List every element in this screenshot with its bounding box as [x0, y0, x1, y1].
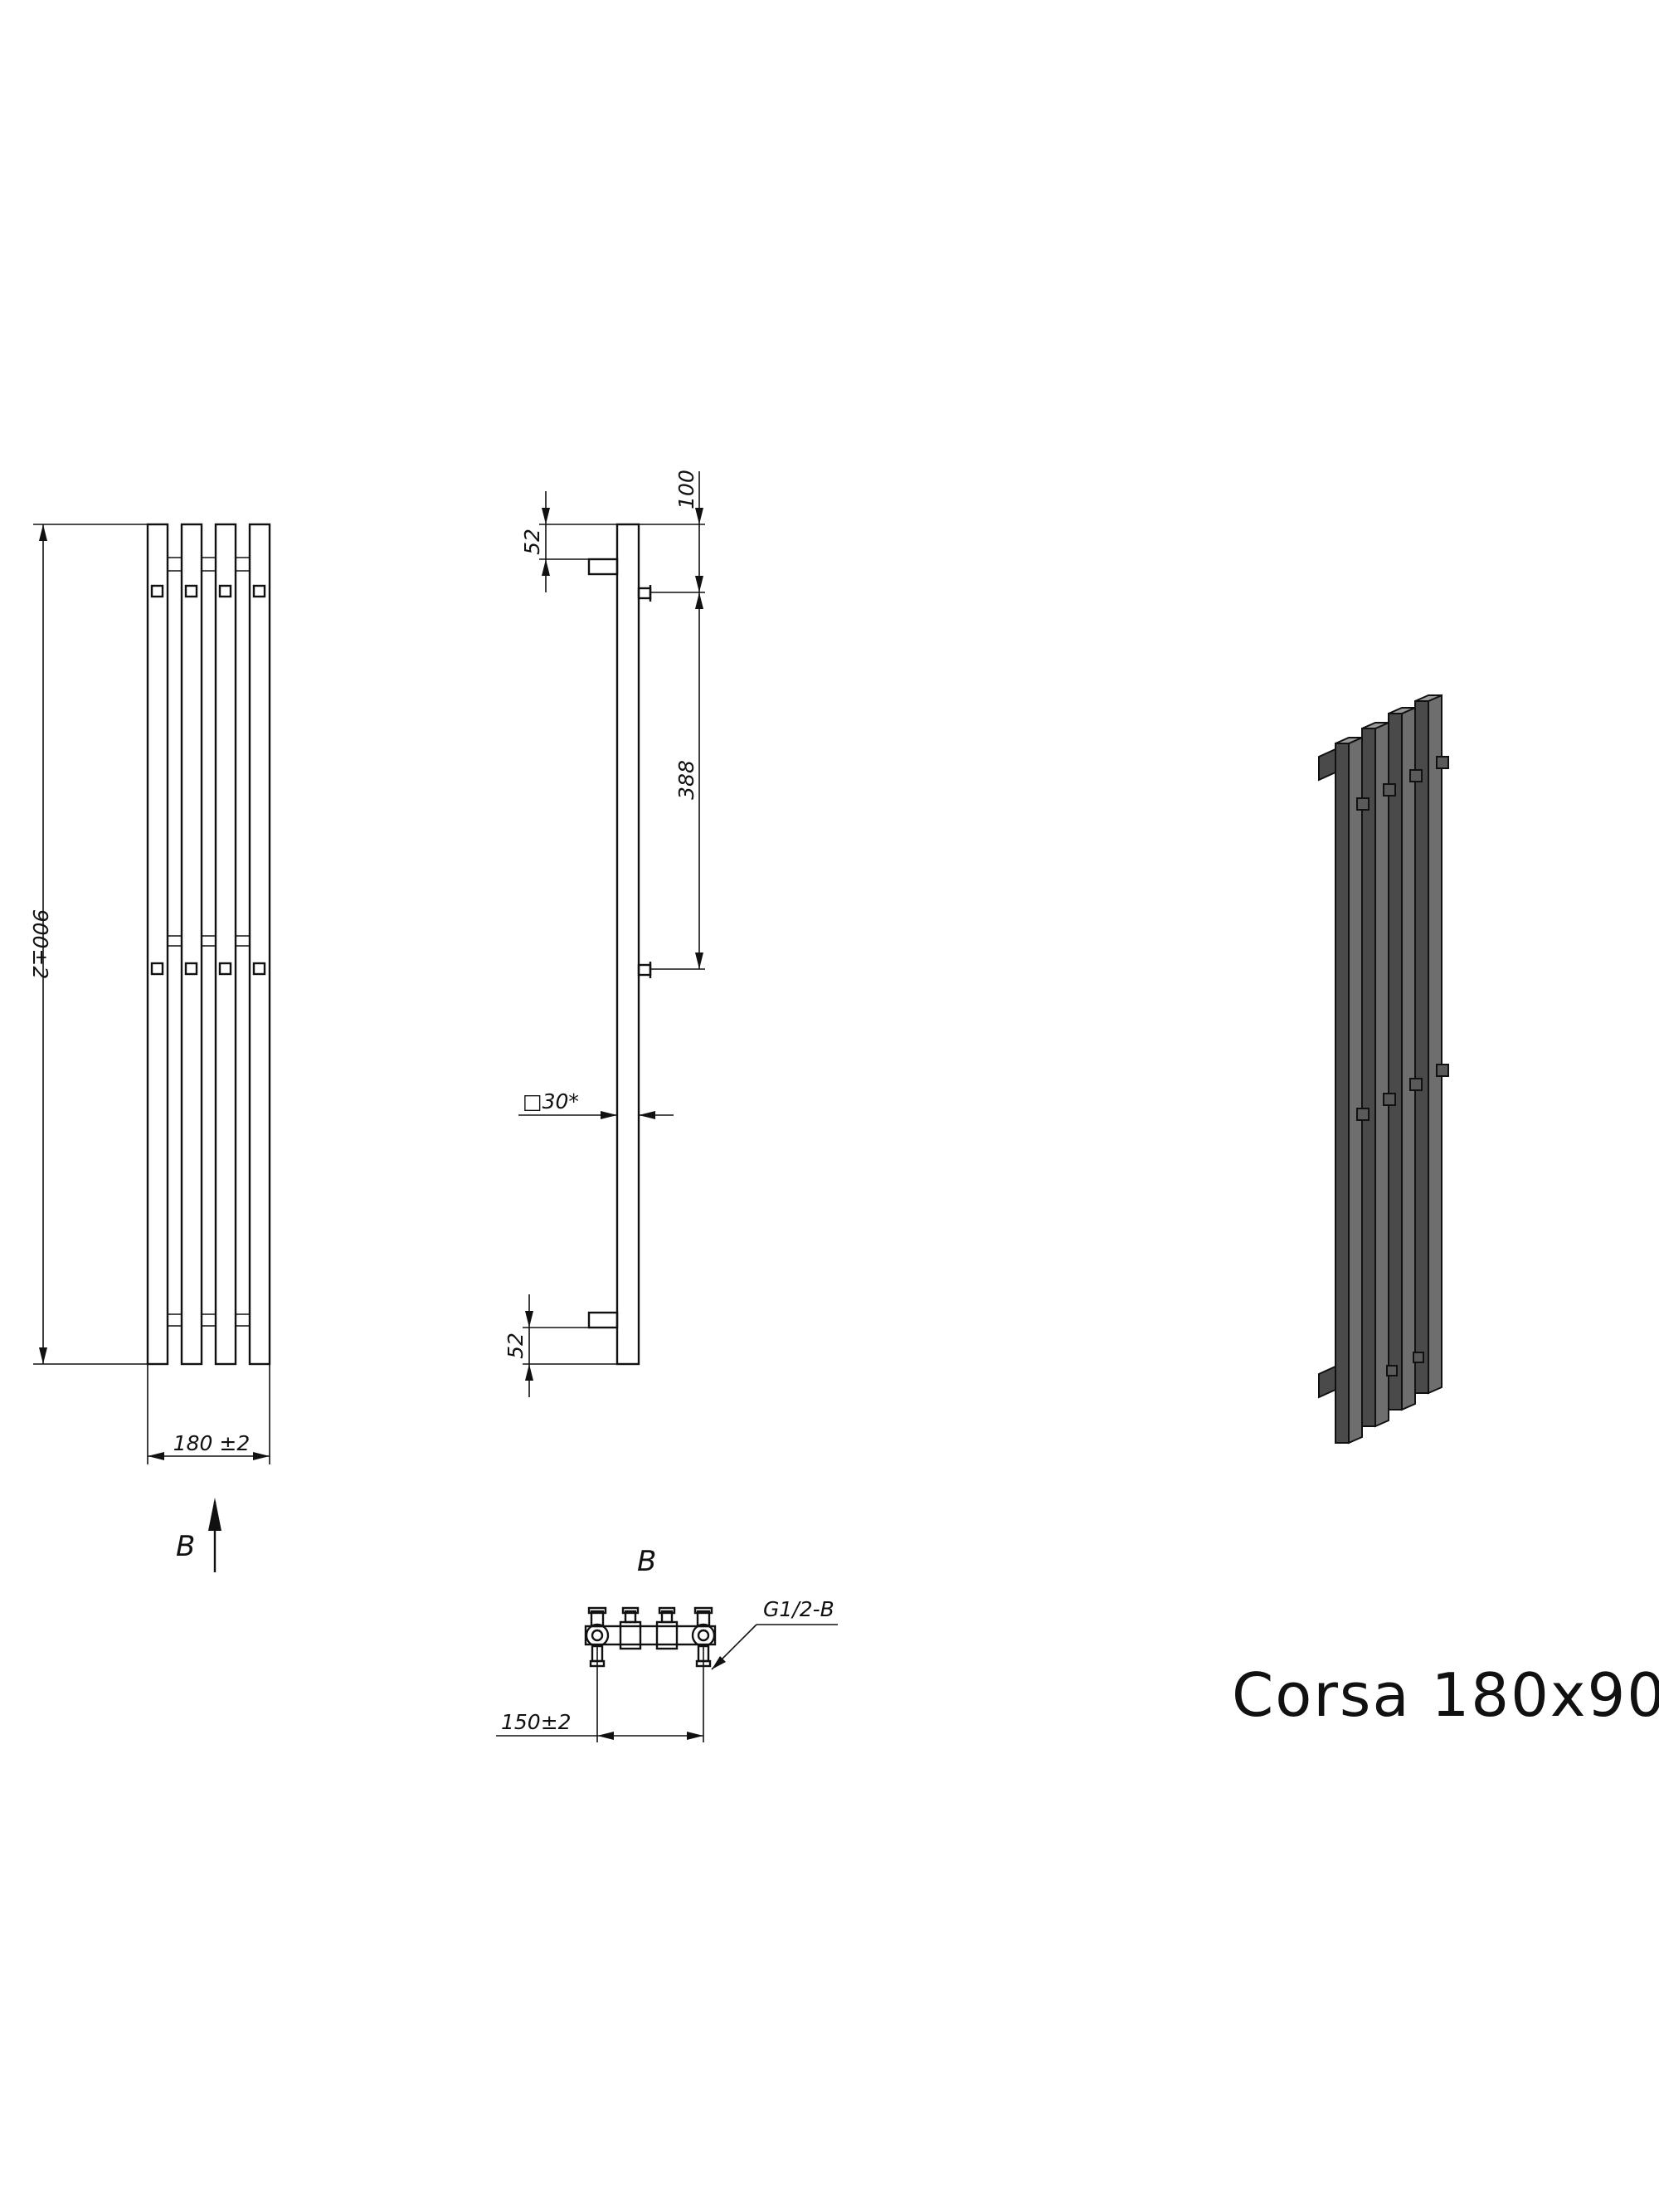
bottom-spacing-dimension: 150±2 [496, 1647, 704, 1742]
thread-dim-label: G1/2-B [763, 1597, 834, 1621]
bottom-spacing-dim-label: 150±2 [501, 1710, 572, 1734]
side-view-bar [615, 523, 640, 1366]
top-bracket-dim-label: 52 [520, 529, 544, 555]
bottom-view-assembly [584, 1606, 717, 1668]
spacing-dimension: 388 [650, 592, 705, 970]
top-offset-dimension: 100 [639, 470, 705, 593]
isometric-render [1318, 694, 1449, 1445]
view-arrow: B [176, 1498, 221, 1572]
profile-dim-label: □30* [523, 1089, 579, 1113]
height-dimension: 900±2 [28, 524, 148, 1365]
width-dimension: 180 ±2 [147, 1364, 270, 1464]
bottom-view: B G1/2-B 150±2 [496, 1545, 838, 1742]
front-view: 900±2 180 ±2 B [28, 523, 271, 1572]
profile-dimension: □30* [518, 1089, 674, 1119]
top-bracket-dimension: 52 [520, 491, 617, 592]
side-view: 100 388 52 52 [504, 470, 705, 1397]
top-offset-dim-label: 100 [674, 470, 698, 509]
product-title: Corsa 180x900 [1232, 1660, 1659, 1730]
bottom-bracket-dim-label: 52 [504, 1333, 528, 1359]
width-dim-label: 180 ±2 [173, 1431, 251, 1455]
height-dim-label: 900±2 [28, 909, 52, 980]
bottom-bracket-dimension: 52 [504, 1294, 617, 1397]
thread-leader: G1/2-B [711, 1597, 838, 1670]
spacing-dim-label: 388 [674, 760, 698, 800]
view-arrow-label: B [176, 1530, 195, 1563]
front-view-bars [146, 523, 271, 1366]
bottom-view-title: B [637, 1545, 656, 1578]
